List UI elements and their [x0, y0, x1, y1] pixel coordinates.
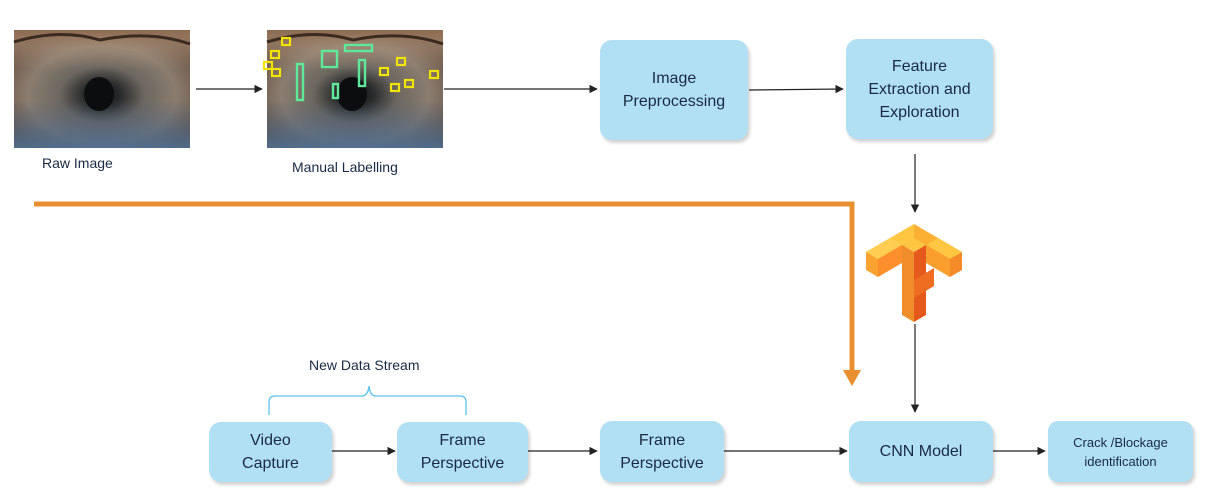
- tensorflow-logo-icon: [866, 224, 962, 322]
- new-data-stream-label: New Data Stream: [309, 357, 420, 373]
- frame-perspective-node-2: Frame Perspective: [600, 421, 724, 482]
- crack-markers: [262, 36, 440, 93]
- frame-perspective-node-1: Frame Perspective: [397, 422, 528, 482]
- orange-arrowhead: [843, 370, 861, 386]
- labelled-image-caption: Manual Labelling: [292, 159, 398, 175]
- data-stream-brace: [268, 385, 467, 415]
- raw-image: [13, 30, 191, 148]
- cnn-model-node: CNN Model: [849, 421, 993, 482]
- raw-image-caption: Raw Image: [42, 155, 113, 171]
- crack-blockage-identification-node: Crack /Blockage identification: [1048, 421, 1193, 482]
- image-preprocessing-node: Image Preprocessing: [600, 40, 748, 140]
- arrow-preprocessing-to-features: [748, 84, 844, 94]
- labelled-image: [262, 30, 444, 148]
- feature-extraction-node: Feature Extraction and Exploration: [846, 39, 993, 139]
- blockage-markers: [295, 43, 374, 102]
- video-capture-node: Video Capture: [209, 422, 332, 482]
- orange-path: [34, 201, 855, 372]
